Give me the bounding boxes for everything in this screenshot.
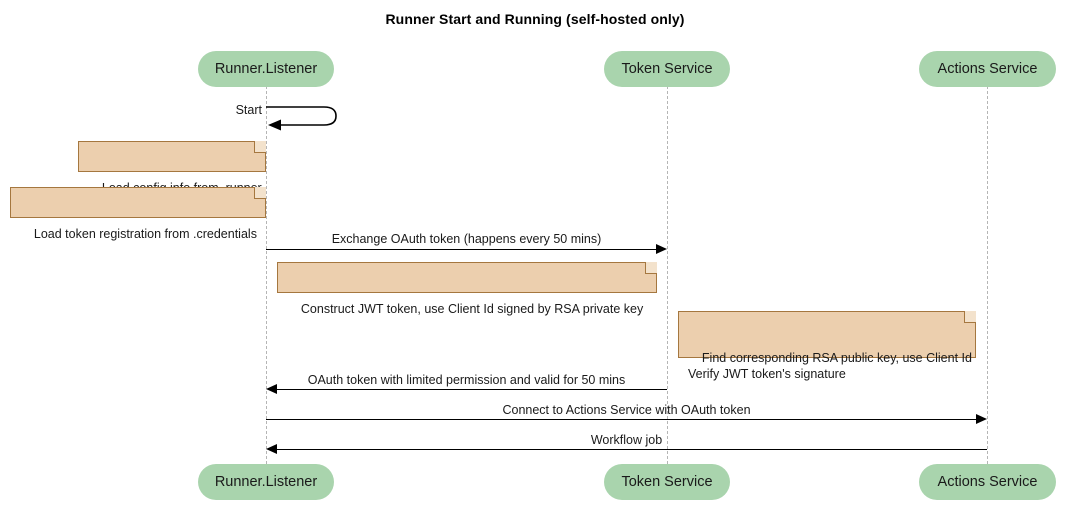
message-label-oauth-token: OAuth token with limited permission and … — [307, 373, 626, 387]
message-line-oauth-token — [277, 389, 667, 390]
participant-label: Actions Service — [937, 61, 1038, 77]
message-label-workflow-job: Workflow job — [590, 433, 663, 447]
message-arrowhead-workflow-job — [266, 443, 277, 454]
note-verify-jwt: Find corresponding RSA public key, use C… — [678, 311, 976, 381]
note-fold-icon — [645, 262, 657, 274]
note-text: Load token registration from .credential… — [33, 227, 257, 241]
note-load-config: Load config info from .runner — [78, 141, 266, 195]
participant-label: Token Service — [621, 474, 713, 490]
participant-label: Actions Service — [937, 474, 1038, 490]
lifeline-token — [667, 86, 668, 464]
note-construct-jwt: Construct JWT token, use Client Id signe… — [277, 262, 657, 316]
lifeline-runner — [266, 86, 267, 464]
message-line-connect-actions — [266, 419, 976, 420]
lifeline-actions — [987, 86, 988, 464]
participant-actions-bottom[interactable]: Actions Service — [919, 464, 1056, 500]
participant-label: Runner.Listener — [214, 474, 318, 490]
message-label-exchange-oauth: Exchange OAuth token (happens every 50 m… — [331, 232, 602, 246]
page-title: Runner Start and Running (self-hosted on… — [385, 11, 685, 27]
participant-token-top[interactable]: Token Service — [604, 51, 730, 87]
participant-runner-bottom[interactable]: Runner.Listener — [198, 464, 334, 500]
participant-actions-top[interactable]: Actions Service — [919, 51, 1056, 87]
message-line-workflow-job — [277, 449, 987, 450]
note-text: Construct JWT token, use Client Id signe… — [300, 302, 644, 316]
note-text: Find corresponding RSA public key, use C… — [688, 351, 972, 381]
participant-label: Token Service — [621, 61, 713, 77]
self-message-label-start: Start — [235, 103, 262, 117]
message-line-exchange-oauth — [266, 249, 656, 250]
note-fold-icon — [254, 141, 266, 153]
message-label-connect-actions: Connect to Actions Service with OAuth to… — [502, 403, 751, 417]
message-arrowhead-exchange-oauth — [656, 243, 667, 254]
note-load-token: Load token registration from .credential… — [10, 187, 266, 241]
note-fold-icon — [254, 187, 266, 199]
participant-token-bottom[interactable]: Token Service — [604, 464, 730, 500]
message-arrowhead-connect-actions — [976, 413, 987, 424]
participant-label: Runner.Listener — [214, 61, 318, 77]
self-message-loop-start — [264, 102, 350, 134]
note-fold-icon — [964, 311, 976, 323]
participant-runner-top[interactable]: Runner.Listener — [198, 51, 334, 87]
message-arrowhead-oauth-token — [266, 383, 277, 394]
